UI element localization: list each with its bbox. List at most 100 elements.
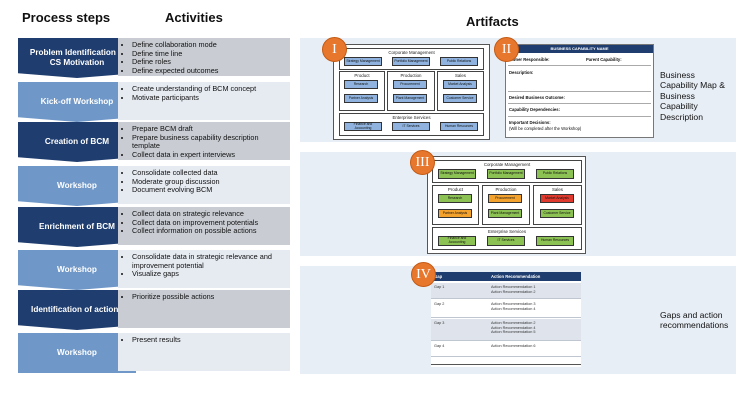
- activity-item: Collect information on possible actions: [132, 227, 286, 236]
- cap-it-services: IT Services: [392, 122, 430, 131]
- recommendation-item: Action Recommendation 2: [491, 321, 536, 325]
- recommendation-item: Action Recommendation 2: [491, 289, 536, 294]
- recommendation-item: Action Recommendation 1: [491, 285, 536, 289]
- cap-portfolio: Portfolio Management: [392, 57, 430, 66]
- step-label: Workshop: [57, 348, 97, 357]
- parent-label: Parent Capability:: [586, 57, 622, 62]
- cap-human-resources: Human Resources: [440, 122, 478, 131]
- divider: [508, 91, 651, 92]
- corporate-group: Corporate Management Strategy Management…: [432, 160, 582, 183]
- product-group: Product Research Partner Analysis: [432, 185, 479, 225]
- activity-item: Define collaboration mode: [132, 40, 286, 50]
- sales-label: Sales: [552, 187, 563, 192]
- artifact-number-1: I: [322, 37, 347, 62]
- step-label: Enrichment of BCM: [39, 222, 115, 231]
- decisions-label: Important Decisions:: [509, 120, 551, 125]
- recommendation-column-header: Action Recommendation: [491, 274, 541, 279]
- sales-group: Sales Market Analysis Customer Service: [533, 185, 582, 225]
- recommendation-item: Action Recommendation 6: [491, 344, 536, 348]
- activities-2: Create understanding of BCM conceptMotiv…: [118, 82, 290, 120]
- activity-item: Collect data in expert interviews: [132, 150, 286, 160]
- step-1: Problem Identification & CS Motivation: [18, 38, 136, 78]
- step-3: Creation of BCM: [18, 122, 136, 162]
- owner-label: Owner Responsible:: [509, 57, 550, 62]
- recommendation-item: Action Recommendation 3: [491, 302, 536, 306]
- step-label: Identification of actions: [31, 305, 123, 314]
- step-2: Kick-off Workshop: [18, 82, 136, 122]
- artifact-number-3: III: [410, 150, 435, 175]
- cap-public-relations: Public Relations: [440, 57, 478, 66]
- activities-header: Activities: [165, 10, 223, 25]
- recommendation-item: Action Recommendation 4: [491, 306, 536, 311]
- activities-6: Consolidate data in strategic relevance …: [118, 250, 290, 288]
- activity-item: Consolidate data in strategic relevance …: [132, 252, 286, 270]
- cap-strategy: Strategy Management: [438, 169, 476, 179]
- corporate-group: Corporate Management Strategy Management…: [339, 48, 484, 70]
- activity-item: Present results: [132, 335, 286, 345]
- activity-item: Document evolving BCM: [132, 186, 286, 195]
- divider: [508, 103, 651, 104]
- cap-plant-management: Plant Management: [488, 209, 522, 218]
- activities-5: Collect data on strategic relevanceColle…: [118, 207, 290, 245]
- activity-item: Prepare BCM draft: [132, 124, 286, 134]
- activity-item: Moderate group discussion: [132, 177, 286, 187]
- dependencies-label: Capability Dependencies:: [509, 107, 560, 112]
- outcome-label: Desired Business Outcome:: [509, 95, 565, 100]
- step-6: Workshop: [18, 250, 136, 290]
- production-group: Production Procurement Plant Management: [387, 71, 435, 111]
- sales-group: Sales Market Analysis Customer Service: [437, 71, 484, 111]
- step-label: Creation of BCM: [44, 137, 110, 146]
- process-steps-header: Process steps: [22, 10, 111, 25]
- divider: [508, 116, 651, 117]
- activities-8: Present results: [118, 333, 290, 371]
- activity-item: Define roles: [132, 58, 286, 67]
- capability-map-draft: Corporate Management Strategy Management…: [333, 44, 490, 140]
- enterprise-label: Enterprise Services: [487, 229, 527, 234]
- step-7: Identification of actions: [18, 290, 136, 330]
- activity-item: Collect data on strategic relevance: [132, 209, 286, 219]
- gap-column-header: Gap: [434, 274, 443, 279]
- activity-item: Create understanding of BCM concept: [132, 84, 286, 94]
- cap-market-analysis: Market Analysis: [443, 80, 477, 89]
- gap-cell: Gap 3: [434, 321, 445, 325]
- cap-portfolio: Portfolio Management: [487, 169, 525, 179]
- divider: [508, 65, 651, 66]
- gap-cell: Gap 4: [434, 344, 445, 348]
- production-label: Production: [400, 73, 422, 78]
- corporate-label: Corporate Management: [483, 162, 531, 167]
- cap-public-relations: Public Relations: [536, 169, 574, 179]
- decisions-note: (Will be completed after the Workshop): [509, 126, 582, 131]
- cap-research: Research: [344, 80, 378, 89]
- recommendation-cell: Action Recommendation 6: [491, 344, 536, 349]
- step-label: Problem Identification & CS Motivation: [29, 48, 125, 67]
- step-label: Workshop: [57, 181, 97, 190]
- activities-1: Define collaboration modeDefine time lin…: [118, 38, 290, 76]
- artifact-number-2: II: [494, 37, 519, 62]
- step-label: Workshop: [57, 265, 97, 274]
- product-group: Product Research Partner Analysis: [339, 71, 385, 111]
- sales-label: Sales: [455, 73, 466, 78]
- activity-item: Define expected outcomes: [132, 66, 286, 76]
- capability-description: BUSINESS CAPABILITY NAME Owner Responsib…: [505, 44, 654, 138]
- enterprise-group: Enterprise Services Finance and Accounti…: [432, 227, 582, 250]
- table-bottom-rule: [431, 364, 581, 365]
- description-label: Description:: [509, 70, 534, 75]
- capability-artifacts-label: Business Capability Map & Business Capab…: [660, 70, 725, 122]
- product-label: Product: [354, 73, 370, 78]
- activity-item: Consolidate collected data: [132, 168, 286, 178]
- gaps-artifacts-label: Gaps and action recommendations: [660, 310, 729, 331]
- capability-map-evaluated: Corporate Management Strategy Management…: [427, 156, 586, 254]
- step-5: Enrichment of BCM: [18, 207, 136, 247]
- description-title: BUSINESS CAPABILITY NAME: [506, 45, 653, 53]
- cap-partner-analysis: Partner Analysis: [438, 209, 472, 218]
- activities-7: Prioritize possible actions: [118, 290, 290, 328]
- cap-procurement: Procurement: [393, 80, 427, 89]
- enterprise-label: Enterprise Services: [392, 115, 431, 120]
- cap-finance: Finance and Accounting: [344, 122, 382, 131]
